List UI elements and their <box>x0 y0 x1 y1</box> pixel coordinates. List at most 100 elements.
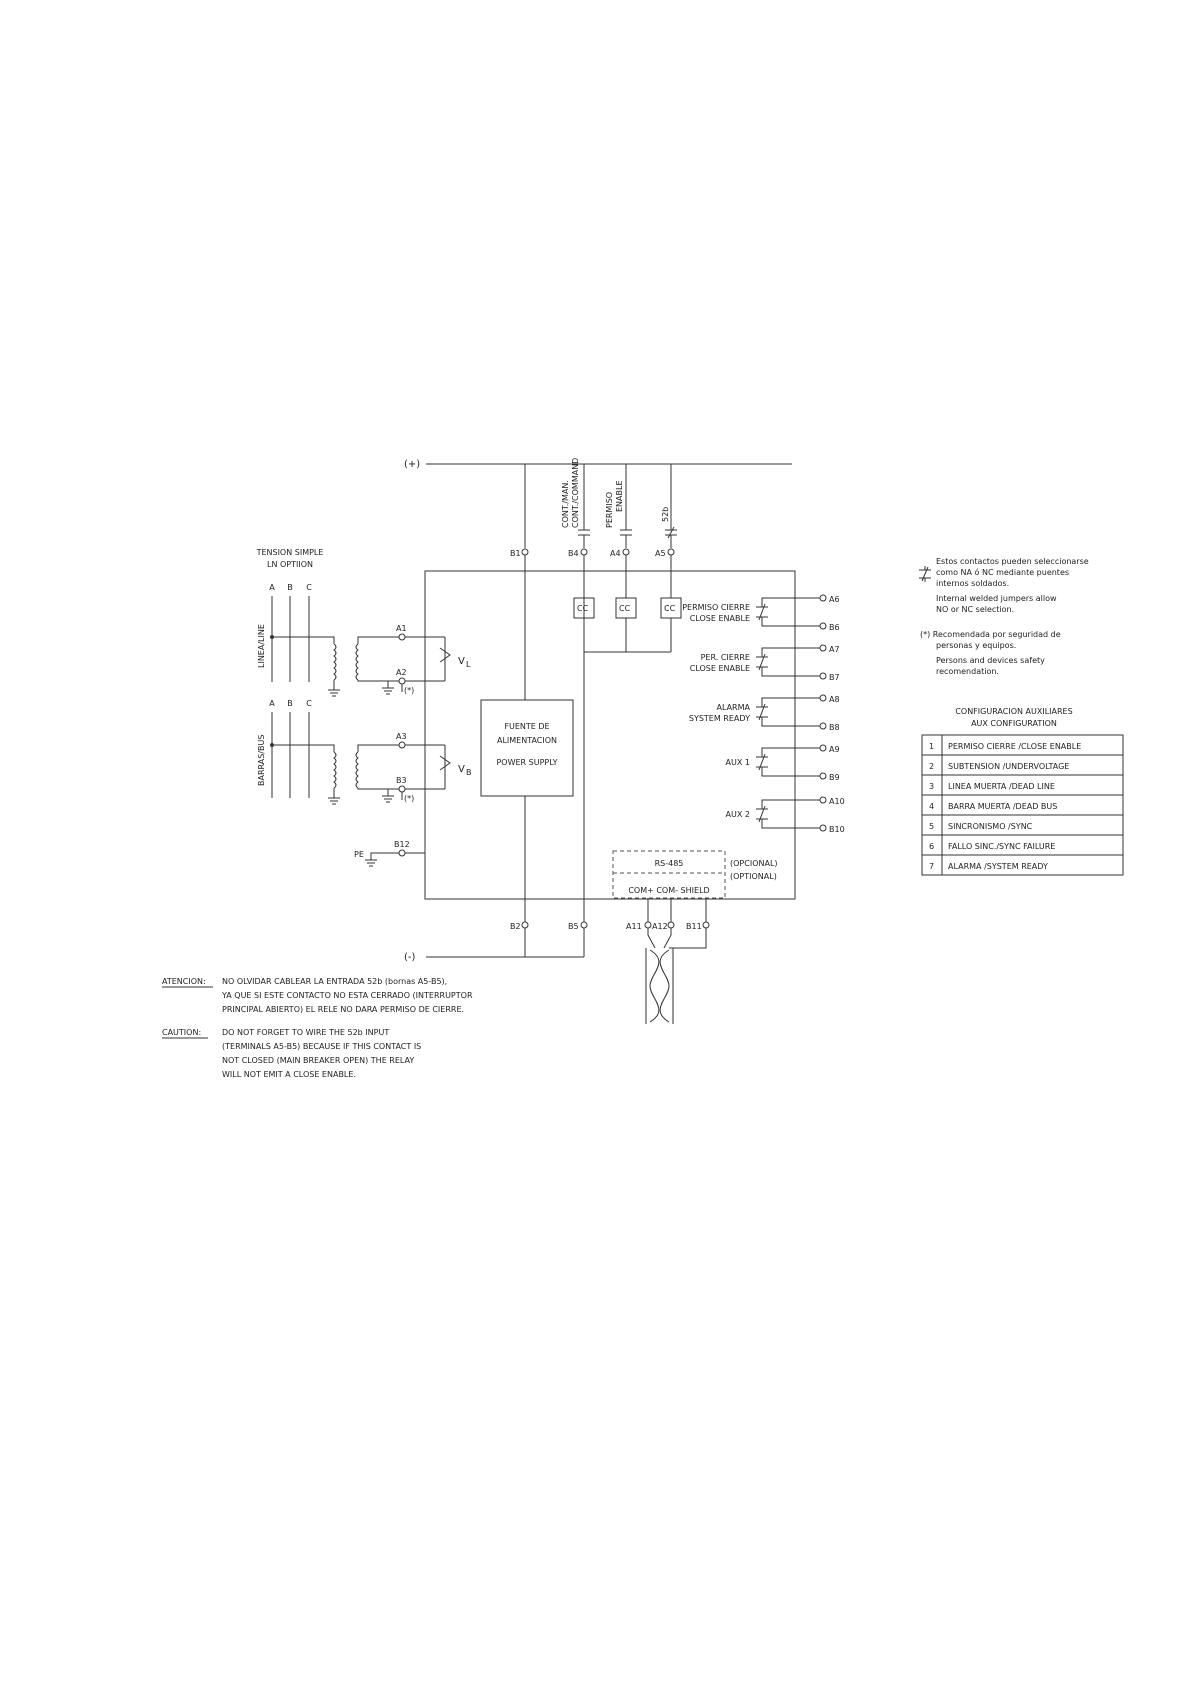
bus-phase-c: C <box>306 699 312 708</box>
config-row-number: 1 <box>929 742 934 751</box>
terminal-b12-label: B12 <box>394 840 410 849</box>
relay-enclosure <box>424 570 796 900</box>
note-line-1: Estos contactos pueden seleccionarse <box>936 557 1089 566</box>
b52-label: 52b <box>661 507 670 522</box>
terminal-b3 <box>398 785 406 793</box>
terminal-a2 <box>398 677 406 685</box>
terminal-b9-label: B9 <box>829 773 840 782</box>
line-vt-top-wire <box>357 636 402 644</box>
note-line-4: Internal welded jumpers allow <box>936 594 1057 603</box>
note-line-2: como NA ó NC mediante puentes <box>936 567 1069 577</box>
atencion-label: ATENCION: <box>162 977 206 986</box>
output-block-4 <box>756 747 820 777</box>
terminal-a3-label: A3 <box>396 732 407 741</box>
terminal-a8-label: A8 <box>829 695 840 704</box>
terminal-a3 <box>398 741 406 749</box>
caution-line-2: (TERMINALS A5-B5) BECAUSE IF THIS CONTAC… <box>222 1042 421 1051</box>
caution-line-4: WILL NOT EMIT A CLOSE ENABLE. <box>222 1070 356 1079</box>
config-row-number: 2 <box>929 762 934 771</box>
rs485-label: RS-485 <box>655 859 684 868</box>
note-line-3: internos soldados. <box>936 579 1009 588</box>
vb-label-sub: B <box>466 768 472 777</box>
terminal-a6 <box>819 594 827 602</box>
pe-wire <box>370 852 399 860</box>
config-row-label: LINEA MUERTA /DEAD LINE <box>948 782 1055 791</box>
terminal-a4 <box>622 548 630 556</box>
config-row-label: SINCRONISMO /SYNC <box>948 822 1033 831</box>
cc-box-2-label: CC <box>619 604 631 613</box>
vb-label: V <box>458 764 465 775</box>
terminal-a10-label: A10 <box>829 797 845 806</box>
terminal-a5 <box>667 548 675 556</box>
terminal-b2-label: B2 <box>510 922 521 931</box>
config-row-number: 7 <box>929 862 934 871</box>
cont-command-label: CONT./COMMAND <box>571 458 580 528</box>
config-row-number: 3 <box>929 782 934 791</box>
terminal-b11 <box>702 921 710 929</box>
cc-box-3-label: CC <box>664 604 676 613</box>
output-block-5 <box>756 799 820 829</box>
rs485-option-box <box>612 850 726 899</box>
b52-contact <box>665 526 677 548</box>
cc-box-1-label: CC <box>577 604 589 613</box>
cont-man-label: CONT./MAN. <box>561 480 570 528</box>
power-supply-box <box>480 699 574 797</box>
terminal-b7-label: B7 <box>829 673 840 682</box>
output-3-label-a: ALARMA <box>716 703 750 712</box>
terminal-a12-label: A12 <box>652 922 668 931</box>
terminal-b11-label: B11 <box>686 922 702 931</box>
terminal-b6 <box>819 622 827 630</box>
power-supply-label-1: FUENTE DE <box>504 722 549 731</box>
power-supply-label-2: ALIMENTACION <box>497 736 557 745</box>
a2-star-note: (*) <box>404 686 414 695</box>
output-block-3 <box>756 697 820 727</box>
config-row-label: BARRA MUERTA /DEAD BUS <box>948 802 1057 811</box>
bus-vt-bottom-wire <box>357 788 402 790</box>
config-row-label: ALARMA /SYSTEM READY <box>948 862 1048 871</box>
barras-label: BARRAS/BUS <box>257 735 266 786</box>
linea-label: LINEA/LINE <box>257 624 266 668</box>
line-vt-secondary <box>355 643 359 681</box>
a2-ground-icon <box>382 687 394 695</box>
line-vt-ground-icon <box>328 689 340 697</box>
ln-option-label: LN OPTIION <box>267 560 313 569</box>
terminal-a8 <box>819 694 827 702</box>
rs485-com-label: COM+ COM- SHIELD <box>628 886 709 895</box>
atencion-line-1: NO OLVIDAR CABLEAR LA ENTRADA 52b (borna… <box>222 977 447 986</box>
bus-vt-primary <box>333 751 337 789</box>
config-row-label: FALLO SINC./SYNC FAILURE <box>948 842 1055 851</box>
bus-vt-top-wire <box>357 744 402 752</box>
terminal-b8-label: B8 <box>829 723 840 732</box>
line-phase-b: B <box>287 583 293 592</box>
vl-label: V <box>458 656 465 667</box>
optional-label: (OPTIONAL) <box>730 872 777 881</box>
terminal-a5-label: A5 <box>655 549 666 558</box>
terminal-b3-label: B3 <box>396 776 407 785</box>
output-1-label-a: PERMISO CIERRE <box>682 603 750 612</box>
terminal-b1-label: B1 <box>510 549 521 558</box>
terminal-a11 <box>644 921 652 929</box>
twisted-pair-cable <box>645 928 707 1024</box>
config-row-label: SUBTENSION /UNDERVOLTAGE <box>948 762 1069 771</box>
line-vt-primary <box>333 643 337 681</box>
pe-ground-icon <box>365 859 377 867</box>
caution-label: CAUTION: <box>162 1028 201 1037</box>
a2-ground-wire <box>387 680 399 688</box>
cc-box-1 <box>573 597 595 619</box>
cont-man-contact <box>578 529 590 548</box>
terminal-a2-label: A2 <box>396 668 407 677</box>
note-line-6: (*) Recomendada por seguridad de <box>920 630 1061 639</box>
permiso-contact <box>620 529 632 548</box>
terminal-a9 <box>819 744 827 752</box>
enable-label: ENABLE <box>615 480 624 512</box>
bus-vt-ground-icon <box>328 797 340 805</box>
terminal-b5-label: B5 <box>568 922 579 931</box>
terminal-a4-label: A4 <box>610 549 621 558</box>
terminal-a10 <box>819 796 827 804</box>
bus-phase-a: A <box>269 699 275 708</box>
caution-line-3: NOT CLOSED (MAIN BREAKER OPEN) THE RELAY <box>222 1056 414 1065</box>
config-row-label: PERMISO CIERRE /CLOSE ENABLE <box>948 742 1081 751</box>
terminal-a12 <box>667 921 675 929</box>
output-block-2 <box>756 647 820 677</box>
